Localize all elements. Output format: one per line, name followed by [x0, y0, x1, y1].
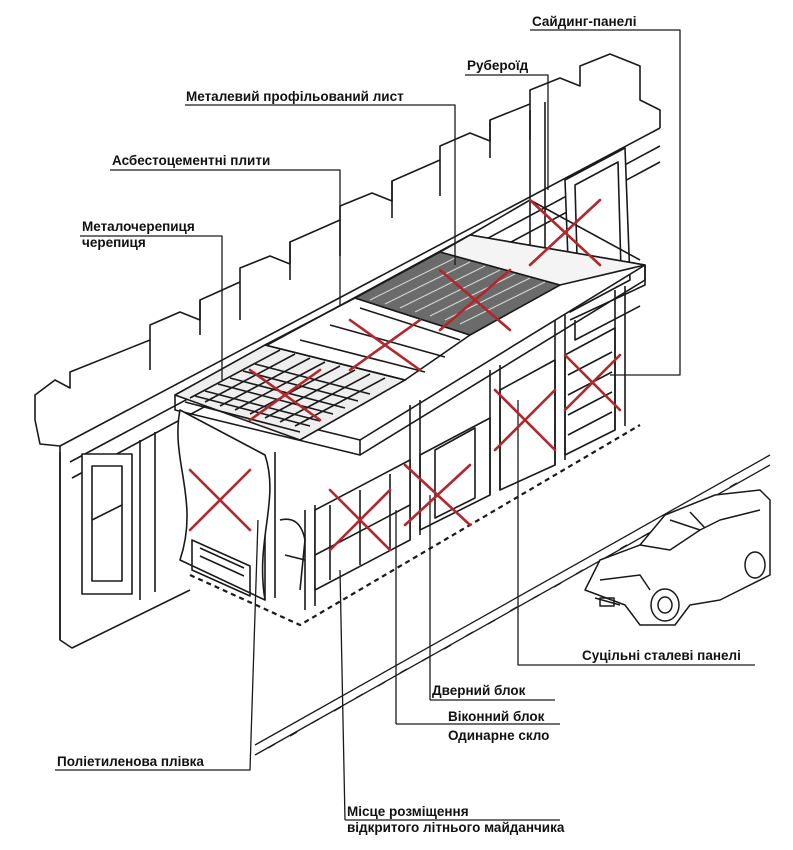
label-single-glass: Одинарне скло [448, 728, 550, 743]
label-place-line2: відкритого літнього майданчика [347, 820, 565, 835]
label-steel-panels: Суцільні сталеві панелі [582, 648, 741, 663]
label-window-block: Віконний блок [448, 709, 545, 724]
red-cross-mark [403, 463, 472, 527]
label-place-line1: Місце розміщення [347, 804, 469, 819]
red-cross-mark [493, 388, 557, 452]
label-metal-profile-sheet: Металевий профільований лист [186, 89, 404, 104]
car-icon [584, 489, 771, 626]
red-cross-mark [563, 353, 622, 412]
label-ruberoid: Рубероїд [467, 58, 529, 73]
red-cross-mark [348, 318, 422, 372]
label-summer-terrace-place: Місце розміщення відкритого літнього май… [347, 804, 564, 836]
red-cross-mark [248, 368, 322, 422]
red-cross-mark [528, 198, 602, 267]
red-cross-mark [438, 268, 512, 332]
leader-lines [55, 29, 755, 821]
label-metal-tile-line2: черепиця [82, 235, 146, 250]
label-metal-tile-line1: Металочерепиця [82, 219, 195, 234]
label-asbestos-plates: Асбестоцементні плити [112, 153, 271, 168]
cross-marks [188, 198, 622, 552]
label-siding-panels: Сайдинг-панелі [532, 14, 637, 29]
label-metal-tile: Металочерепиця черепиця [82, 219, 195, 251]
label-door-block: Дверний блок [432, 683, 526, 698]
red-cross-mark [188, 468, 252, 532]
label-polyethylene-film: Поліетиленова плівка [57, 754, 204, 769]
red-cross-mark [328, 488, 392, 552]
